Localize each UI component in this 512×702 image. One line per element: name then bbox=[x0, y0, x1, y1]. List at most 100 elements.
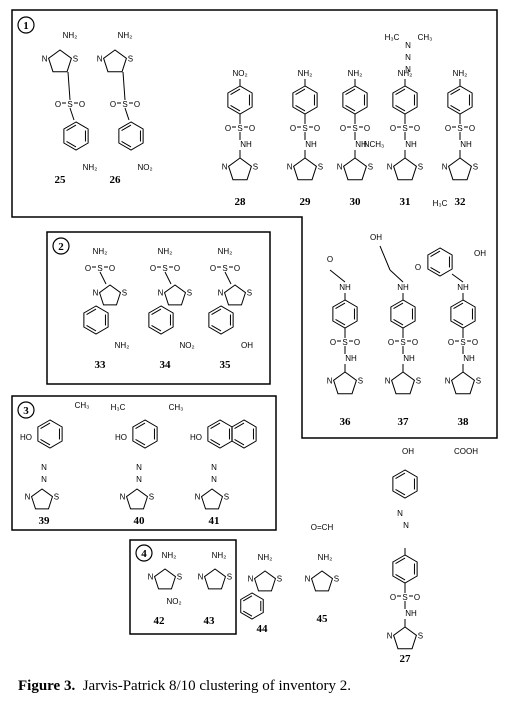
substituent-label: NH₂ bbox=[298, 69, 313, 78]
benzene-ring bbox=[332, 299, 358, 329]
bond bbox=[379, 245, 391, 271]
bond bbox=[451, 273, 464, 283]
hydroxy-label: HO bbox=[190, 433, 202, 442]
acid-label: COOH bbox=[454, 447, 478, 456]
ring-nitrogen: N bbox=[158, 289, 164, 298]
ring-sulfur: S bbox=[177, 573, 182, 582]
ring-nitrogen: N bbox=[148, 573, 154, 582]
sulfonyl-oxygen: O bbox=[290, 124, 296, 133]
methyl-label: H₃C bbox=[111, 403, 126, 412]
sulfonyl-oxygen: O bbox=[225, 124, 231, 133]
amine-label: NH₂ bbox=[318, 553, 333, 562]
double-bond bbox=[210, 422, 221, 429]
sulfonyl-oxygen: O bbox=[414, 593, 420, 602]
thiazole-ring bbox=[203, 568, 227, 590]
amide-nh: NH bbox=[460, 140, 472, 149]
substituent-label: NH bbox=[339, 283, 351, 292]
ring-sulfur: S bbox=[149, 493, 154, 502]
double-bond bbox=[430, 267, 441, 274]
ring-nitrogen: N bbox=[25, 493, 31, 502]
substituent-label: NO₂ bbox=[137, 163, 152, 172]
ring-nitrogen: N bbox=[387, 631, 393, 640]
triazene-n: N bbox=[405, 65, 411, 74]
azo-n: N bbox=[211, 475, 217, 484]
carbonyl-oxygen: O bbox=[415, 263, 421, 272]
double-bond bbox=[453, 302, 464, 309]
acid-label: OH bbox=[474, 249, 486, 258]
double-bond bbox=[453, 319, 464, 326]
cluster-4-box bbox=[129, 539, 237, 635]
sulfonyl-oxygen: O bbox=[110, 100, 116, 109]
amide-nh: NH bbox=[305, 140, 317, 149]
thiazole-ring bbox=[98, 284, 122, 306]
thiazole-ring bbox=[292, 157, 318, 181]
double-bond bbox=[295, 88, 306, 95]
sulfonyl-sulfur: S bbox=[302, 124, 307, 133]
badge-circle bbox=[17, 401, 35, 419]
ring-nitrogen: N bbox=[445, 376, 451, 385]
benzene-ring bbox=[208, 305, 234, 335]
thiazole-ring bbox=[253, 570, 277, 592]
compound-number: 38 bbox=[458, 416, 470, 428]
hydroxy-label: HO bbox=[20, 433, 32, 442]
sulfonyl-oxygen: O bbox=[469, 124, 475, 133]
benzene-ring bbox=[292, 85, 318, 115]
double-bond bbox=[393, 319, 404, 326]
cluster-badge: 1 bbox=[17, 16, 35, 34]
substituent-label: NO₂ bbox=[232, 69, 247, 78]
ring-nitrogen: N bbox=[337, 162, 343, 171]
sulfonyl-sulfur: S bbox=[402, 124, 407, 133]
azo-n: N bbox=[41, 475, 47, 484]
substituent-label: NO₂ bbox=[179, 341, 194, 350]
ring-sulfur: S bbox=[122, 289, 127, 298]
double-bond bbox=[66, 124, 77, 131]
ring-nitrogen: N bbox=[442, 162, 448, 171]
double-bond bbox=[210, 439, 221, 446]
compound-number: 33 bbox=[95, 359, 107, 371]
double-bond bbox=[121, 124, 132, 131]
sulfonyl-oxygen: O bbox=[234, 264, 240, 273]
bond bbox=[164, 271, 172, 285]
sulfonyl-oxygen: O bbox=[150, 264, 156, 273]
badge-circle bbox=[135, 544, 153, 562]
sulfonyl-sulfur: S bbox=[352, 124, 357, 133]
cluster-badge: 4 bbox=[135, 544, 153, 562]
triazene-n: N bbox=[405, 41, 411, 50]
substituent-label: NH₂ bbox=[453, 69, 468, 78]
azo-n: N bbox=[397, 509, 403, 518]
figure-caption: Figure 3. Jarvis-Patrick 8/10 clustering… bbox=[18, 678, 351, 695]
ring-nitrogen: N bbox=[387, 162, 393, 171]
sulfonyl-sulfur: S bbox=[402, 593, 407, 602]
methyl-label: CH₃ bbox=[169, 403, 184, 412]
amide-nh: NH bbox=[240, 140, 252, 149]
ring-sulfur: S bbox=[187, 289, 192, 298]
badge-number: 2 bbox=[58, 241, 64, 253]
thiazole-ring bbox=[390, 371, 416, 395]
compound-number: 39 bbox=[39, 515, 51, 527]
compound-number: 26 bbox=[110, 174, 122, 186]
triazene-n: N bbox=[405, 53, 411, 62]
ring-nitrogen: N bbox=[287, 162, 293, 171]
sulfonyl-oxygen: O bbox=[445, 124, 451, 133]
substituent-label: NH₂ bbox=[348, 69, 363, 78]
ring-sulfur: S bbox=[247, 289, 252, 298]
amide-nh: NH bbox=[403, 354, 415, 363]
double-bond bbox=[66, 141, 77, 148]
compound-number: 28 bbox=[235, 196, 247, 208]
sulfonyl-sulfur: S bbox=[97, 264, 102, 273]
double-bond bbox=[345, 88, 356, 95]
ring-nitrogen: N bbox=[327, 376, 333, 385]
compound-number: 40 bbox=[134, 515, 146, 527]
bond bbox=[124, 107, 130, 121]
double-bond bbox=[450, 88, 461, 95]
benzene-ring bbox=[427, 247, 453, 277]
